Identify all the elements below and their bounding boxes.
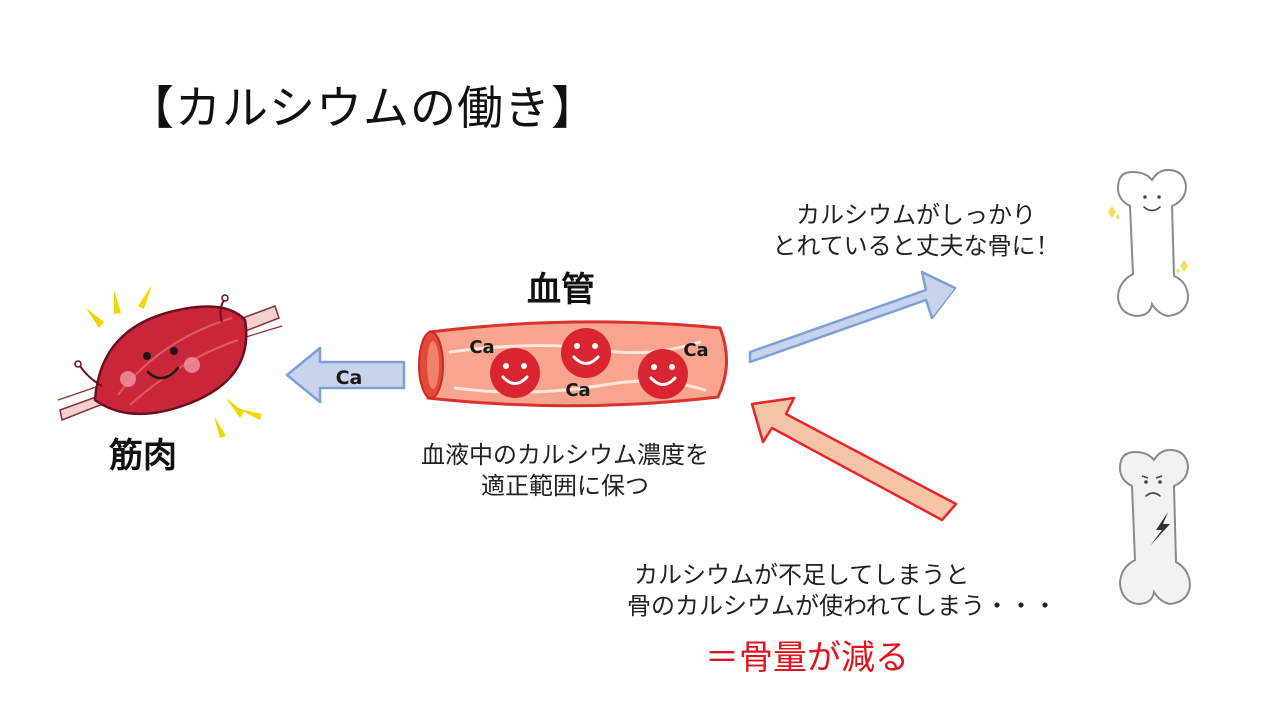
blood-vessel-illustration: Ca Ca Ca	[418, 320, 729, 408]
weak-bone-caption-line-1: カルシウムが不足してしまうと	[634, 561, 970, 589]
blood-cell	[638, 349, 688, 399]
muscle-illustration	[57, 285, 283, 438]
blood-vessel-label: 血管	[527, 270, 595, 310]
slide-title: 【カルシウムの働き】	[128, 81, 598, 135]
blood-cell	[561, 328, 611, 378]
arrow-from-weak-bone	[750, 396, 958, 522]
vessel-caption-line-1: 血液中のカルシウム濃度を	[421, 441, 709, 469]
weak-bone-caption-line-2: 骨のカルシウムが使われてしまう・・・	[626, 592, 1058, 620]
weak-bone-illustration	[1118, 448, 1192, 606]
strong-bone-caption-line-1: カルシウムがしっかり	[796, 201, 1036, 229]
ca-label-vessel-3: Ca	[683, 340, 708, 361]
ca-label-vessel-2: Ca	[565, 380, 590, 401]
arrow-to-muscle: Ca	[285, 346, 406, 404]
strong-bone-illustration	[1108, 168, 1190, 318]
bone-loss-conclusion: ＝骨量が減る	[705, 638, 909, 678]
ca-label-arrow: Ca	[336, 367, 363, 389]
ca-label-vessel-1: Ca	[469, 337, 494, 358]
strong-bone-caption: カルシウムがしっかり とれていると丈夫な骨に！	[748, 200, 1084, 262]
vessel-caption: 血液中のカルシウム濃度を 適正範囲に保つ	[400, 440, 730, 502]
muscle-label: 筋肉	[109, 436, 177, 476]
weak-bone-caption: カルシウムが不足してしまうと 骨のカルシウムが使われてしまう・・・	[612, 560, 1072, 622]
blood-cell	[490, 348, 540, 398]
arrow-to-strong-bone	[748, 270, 957, 364]
strong-bone-caption-line-2: とれていると丈夫な骨に！	[772, 232, 1060, 260]
vessel-caption-line-2: 適正範囲に保つ	[481, 472, 649, 500]
